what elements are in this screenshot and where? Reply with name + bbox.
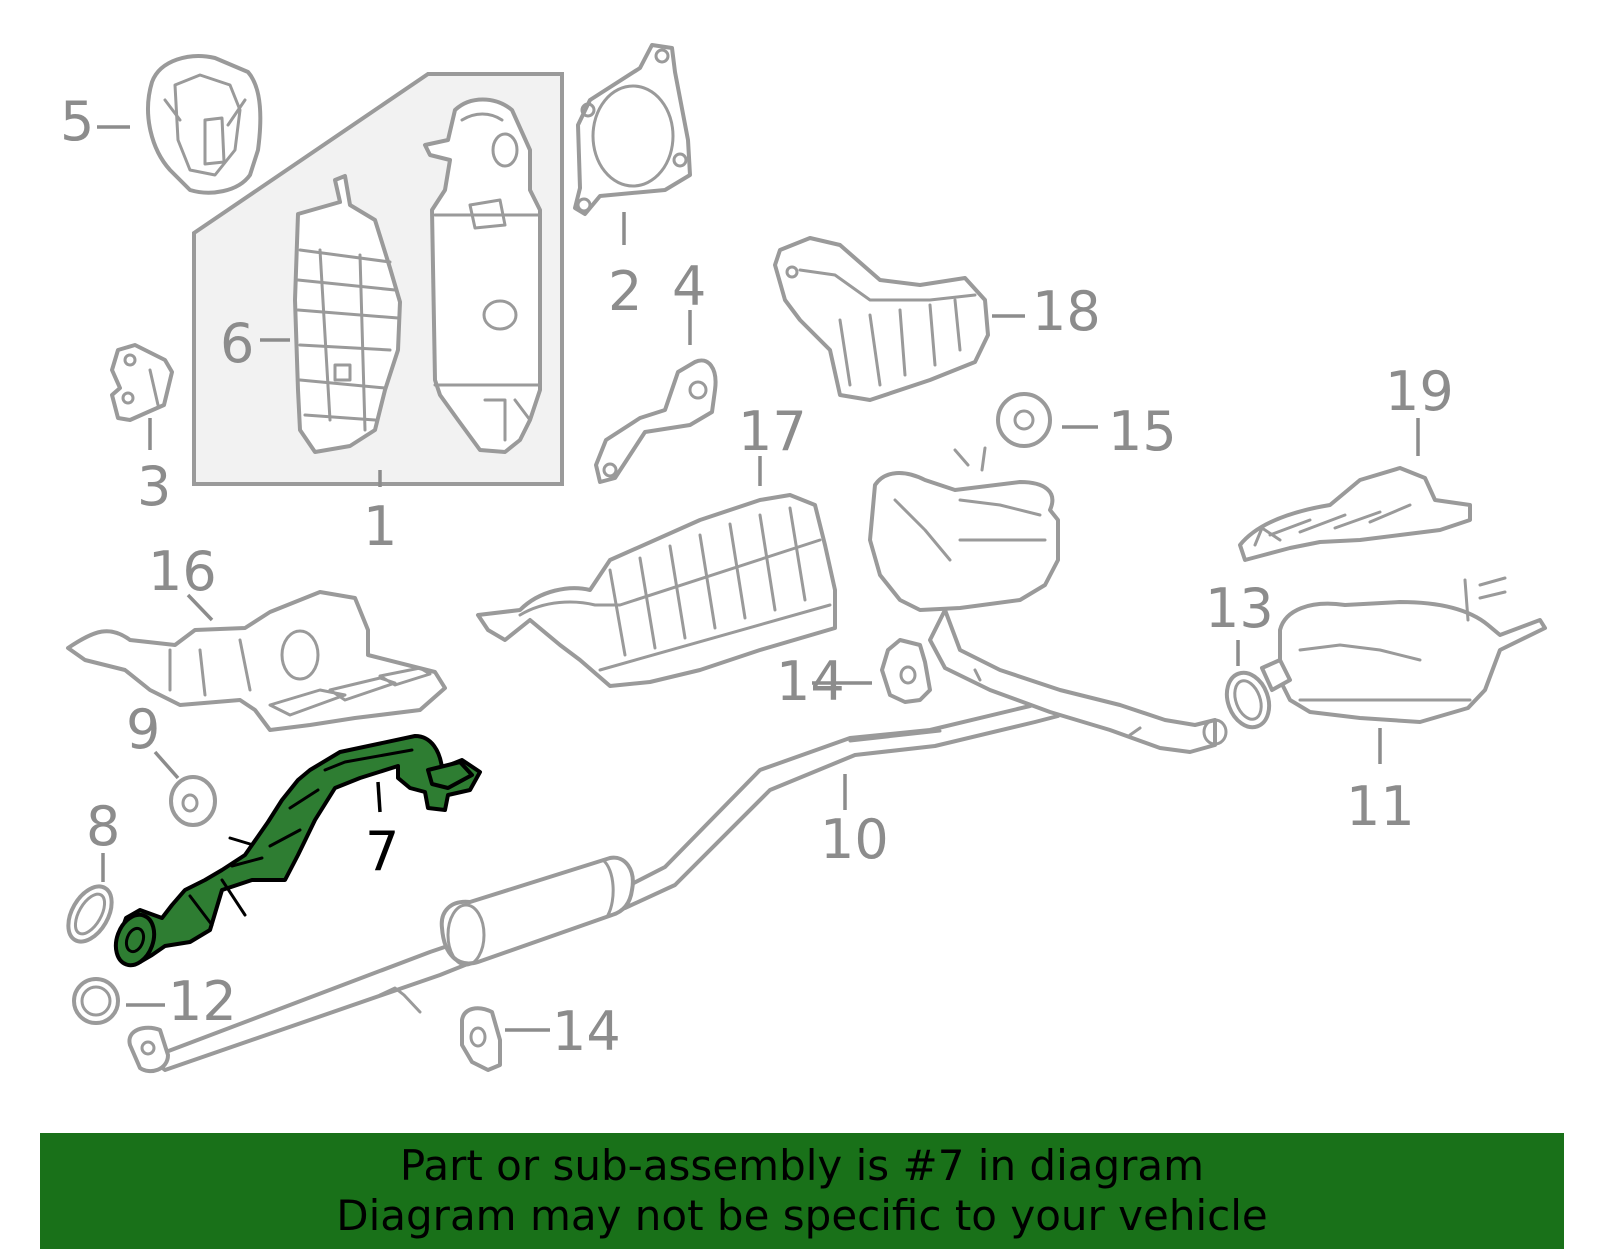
callout-16: 16 (148, 540, 217, 603)
leader-lines (97, 125, 1420, 1032)
callout-13: 13 (1205, 577, 1274, 640)
callout-3: 3 (137, 455, 171, 518)
part-5-heat-shield[interactable] (146, 54, 263, 195)
callout-10: 10 (820, 808, 889, 871)
callout-18: 18 (1032, 280, 1101, 343)
callout-2: 2 (608, 260, 642, 323)
part-19-heat-shield[interactable] (1238, 466, 1472, 562)
callout-15: 15 (1108, 400, 1177, 463)
part-6-cat-heat-shield[interactable] (293, 174, 402, 454)
muffler-upper[interactable] (868, 446, 1228, 754)
callout-9: 9 (126, 698, 160, 761)
callout-17: 17 (738, 400, 807, 463)
part-17-heat-shield[interactable] (476, 493, 837, 688)
part-8-gasket[interactable] (59, 879, 120, 949)
banner-line-disclaimer: Diagram may not be specific to your vehi… (336, 1191, 1268, 1240)
leader-9 (153, 750, 180, 780)
part-14-hanger-upper[interactable] (880, 638, 932, 704)
leader-16 (186, 593, 214, 622)
part-info-banner: Part or sub-assembly is #7 in diagram Di… (40, 1133, 1564, 1249)
part-12-gasket[interactable] (72, 977, 120, 1025)
part-13-gasket[interactable] (1220, 667, 1277, 733)
callout-4: 4 (672, 255, 706, 318)
callout-12: 12 (168, 970, 237, 1033)
leader-7 (376, 781, 382, 813)
callout-14-lower: 14 (552, 1000, 621, 1063)
part-9-hanger[interactable] (169, 775, 217, 827)
part-2-gasket[interactable] (573, 43, 692, 216)
part-16-heat-shield[interactable] (66, 590, 447, 732)
part-1-catalytic-converter[interactable] (423, 97, 542, 454)
callout-14-upper: 14 (776, 650, 845, 713)
callout-labels: 5 2 4 6 3 1 18 15 17 19 16 9 8 14 13 11 … (60, 90, 1454, 1063)
part-18-heat-shield[interactable] (773, 236, 990, 402)
part-14-hanger-lower[interactable] (460, 1006, 502, 1072)
part-4-bracket[interactable] (594, 358, 718, 484)
callout-6: 6 (220, 312, 254, 375)
callout-7: 7 (365, 820, 399, 883)
part-11-rear-muffler[interactable] (1260, 576, 1547, 724)
part-15-hanger[interactable] (996, 392, 1052, 448)
exhaust-parts-diagram: 5 2 4 6 3 1 18 15 17 19 16 9 8 14 13 11 … (59, 43, 1547, 1074)
callout-5: 5 (60, 90, 94, 153)
callout-8: 8 (86, 795, 120, 858)
part-7-front-pipe-highlighted[interactable] (109, 734, 482, 971)
callout-1: 1 (363, 495, 397, 558)
banner-line-part-number: Part or sub-assembly is #7 in diagram (399, 1141, 1205, 1190)
part-3-bracket[interactable] (110, 343, 174, 422)
callout-19: 19 (1385, 360, 1454, 423)
callout-11: 11 (1346, 775, 1415, 838)
